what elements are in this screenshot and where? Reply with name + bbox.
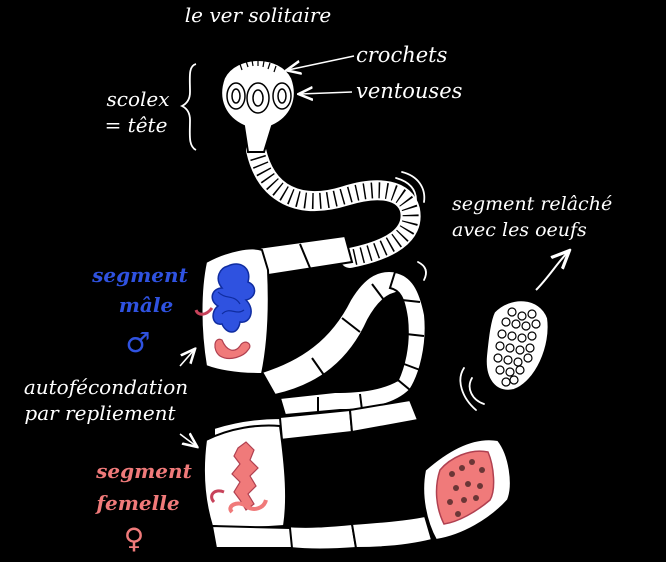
female-arrow — [179, 434, 196, 446]
label-released-1: segment relâché — [452, 193, 612, 215]
neck — [246, 140, 421, 268]
motion-lines — [395, 171, 485, 411]
male-symbol: ♂ — [125, 326, 150, 359]
label-crochets: crochets — [356, 43, 448, 67]
label-female-2: femelle — [94, 491, 179, 515]
female-symbol: ♀ — [124, 522, 145, 555]
male-arrow — [179, 350, 194, 367]
scolex — [220, 59, 296, 153]
label-ventouses: ventouses — [356, 79, 463, 103]
hooks — [239, 59, 277, 73]
male-segment — [194, 247, 270, 376]
signature: Jean — [324, 494, 368, 515]
scolex-brace — [179, 63, 197, 151]
released-segment — [484, 299, 550, 392]
label-female-1: segment — [95, 459, 192, 483]
label-self-2: par repliement — [24, 401, 176, 425]
loop-dividers — [311, 283, 425, 413]
crochets-arrow — [288, 55, 355, 70]
ventouses-arrow — [300, 92, 353, 94]
female-organ — [231, 441, 259, 511]
label-male-2: mâle — [119, 293, 173, 317]
label-self-1: autofécondation — [24, 375, 188, 399]
released-arrow — [535, 252, 568, 291]
suckers — [226, 82, 292, 114]
bottom-row — [210, 514, 434, 551]
label-scolex-2: = tête — [105, 113, 168, 137]
upper-strip — [256, 234, 354, 278]
gravid-segment — [422, 438, 512, 542]
female-segment — [203, 424, 288, 529]
eggs — [493, 307, 541, 387]
male-segment-uterus — [214, 338, 251, 360]
diagram-title: le ver solitaire — [185, 3, 332, 27]
loop-segments — [260, 270, 427, 417]
label-male-1: segment — [91, 263, 188, 287]
label-scolex-1: scolex — [106, 87, 169, 111]
label-released-2: avec les oeufs — [452, 219, 587, 241]
